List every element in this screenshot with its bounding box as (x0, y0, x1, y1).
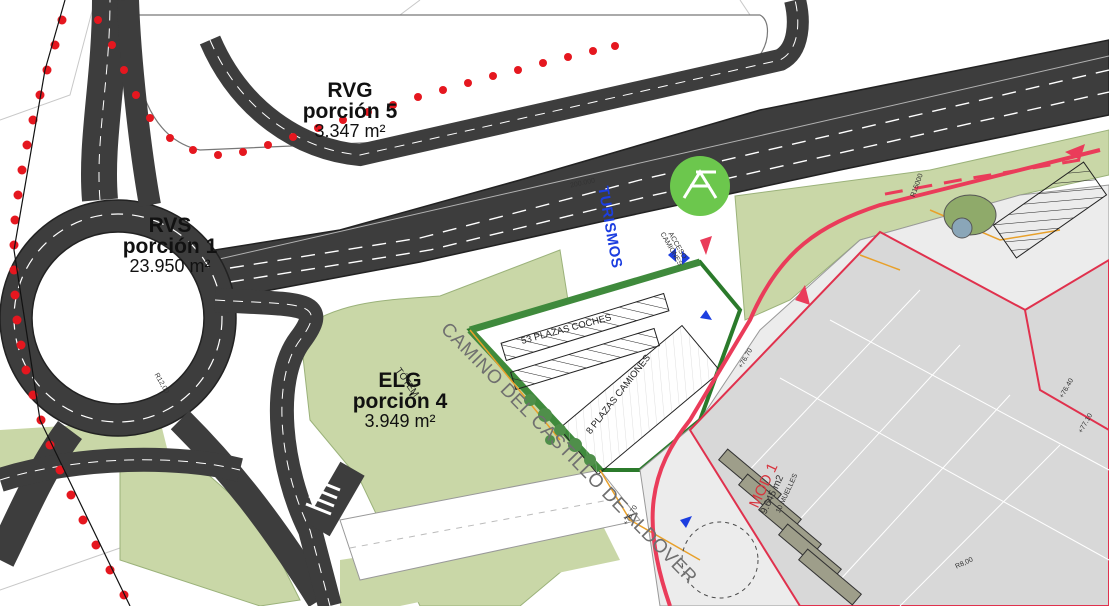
road-south-west (0, 421, 83, 567)
highway-lane-marks (229, 69, 1109, 283)
road-south-east (170, 410, 332, 606)
zebra-crossing (305, 461, 365, 537)
circulation-arrows (700, 144, 1085, 305)
zone-rvs-area: 23.950 m² (129, 256, 211, 276)
zone-elg-area: 3.949 m² (364, 411, 436, 431)
zone-rvg-portion: porción 5 (302, 100, 398, 123)
zone-rvg-name: RVG (327, 79, 373, 102)
zone-elg-portion: porción 4 (352, 390, 448, 413)
loading-docks (717, 448, 863, 606)
road-north-west (80, 0, 128, 202)
car-bays-row-1 (500, 292, 670, 362)
zone-elg-label: ELG porción 4 3.949 m² (335, 370, 465, 430)
vegetation-cluster (524, 394, 596, 466)
building-mod-2 (1023, 258, 1109, 432)
road-north-2 (117, 0, 161, 207)
zone-elg-name: ELG (378, 369, 422, 392)
zone-rvg-area: 3.347 m² (314, 121, 386, 141)
car-bays-row-2 (510, 327, 660, 391)
roundabout-island (31, 231, 205, 405)
green-strip-south-2 (340, 520, 620, 606)
blue-traffic-arrows (668, 248, 712, 528)
parking-hedge (469, 258, 701, 334)
parking-rows-east (992, 161, 1108, 259)
building-mod-1 (688, 230, 1109, 606)
building-grid (739, 289, 1109, 606)
truck-circulation-route (650, 148, 1101, 606)
boundary-line-west (9, 15, 129, 600)
boundary-line-rvg (94, 16, 619, 159)
zone-rvs-portion: porción 1 (122, 235, 218, 258)
zone-rvg-label: RVG porción 5 3.347 m² (290, 80, 410, 140)
zone-rvs-label: RVS porción 1 23.950 m² (100, 215, 240, 275)
service-road-south (339, 469, 641, 581)
truck-bays (558, 324, 722, 476)
turning-circle (681, 521, 759, 599)
zone-rvs-name: RVS (148, 214, 192, 237)
